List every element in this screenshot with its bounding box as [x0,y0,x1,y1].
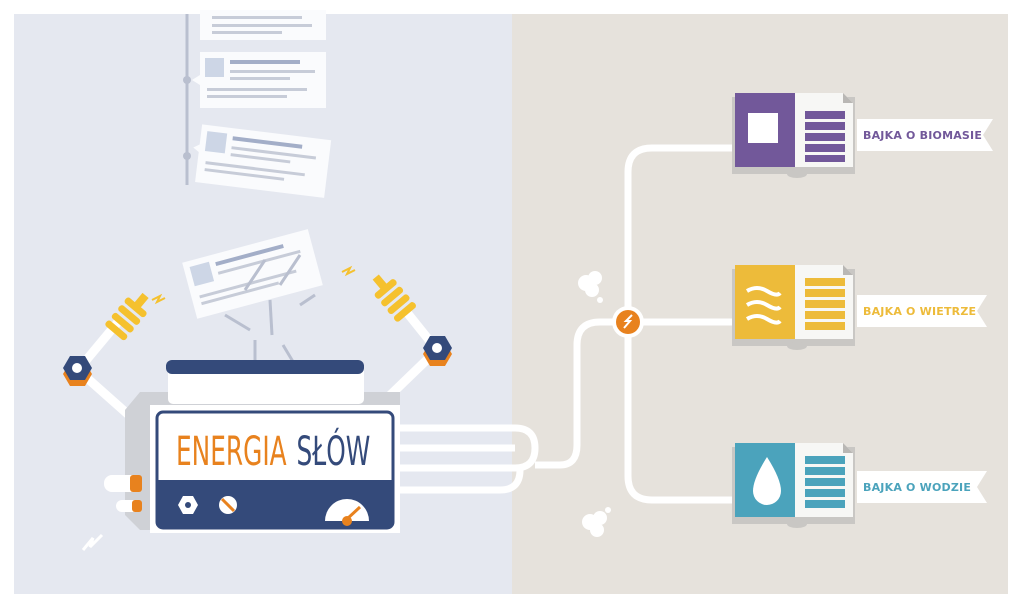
document-card [193,124,332,198]
machine-title: ENERGIA SŁÓW [176,432,370,472]
energia-slow-machine [81,360,400,551]
document-timeline [183,10,332,198]
machine-title-slow: SŁÓW [296,429,371,475]
water-drop-icon [753,457,781,505]
book-wiatr[interactable]: BAJKA O WIETRZE [732,265,987,350]
gauge-icon [325,499,369,521]
smoke-cloud-icon [578,271,603,303]
book-label[interactable]: BAJKA O WODZIE [863,481,971,494]
document-card [200,10,326,40]
spark-icon [151,293,166,305]
wind-icon [745,286,782,325]
lightning-icon [623,314,633,329]
book-biomasa[interactable]: BAJKA O BIOMASIE [732,93,993,178]
energy-junction [612,306,644,338]
spark-icon [81,533,104,551]
square-icon [748,113,778,143]
spark-icon [341,265,356,277]
book-woda[interactable]: BAJKA O WODZIE [732,443,987,528]
document-card [192,52,326,108]
smoke-cloud-icon [582,507,611,537]
flying-document-card [182,229,323,319]
machine-title-energia: ENERGIA [176,429,287,475]
book-label[interactable]: BAJKA O WIETRZE [863,305,976,318]
paper-slot [166,360,364,374]
book-label[interactable]: BAJKA O BIOMASIE [863,129,982,142]
